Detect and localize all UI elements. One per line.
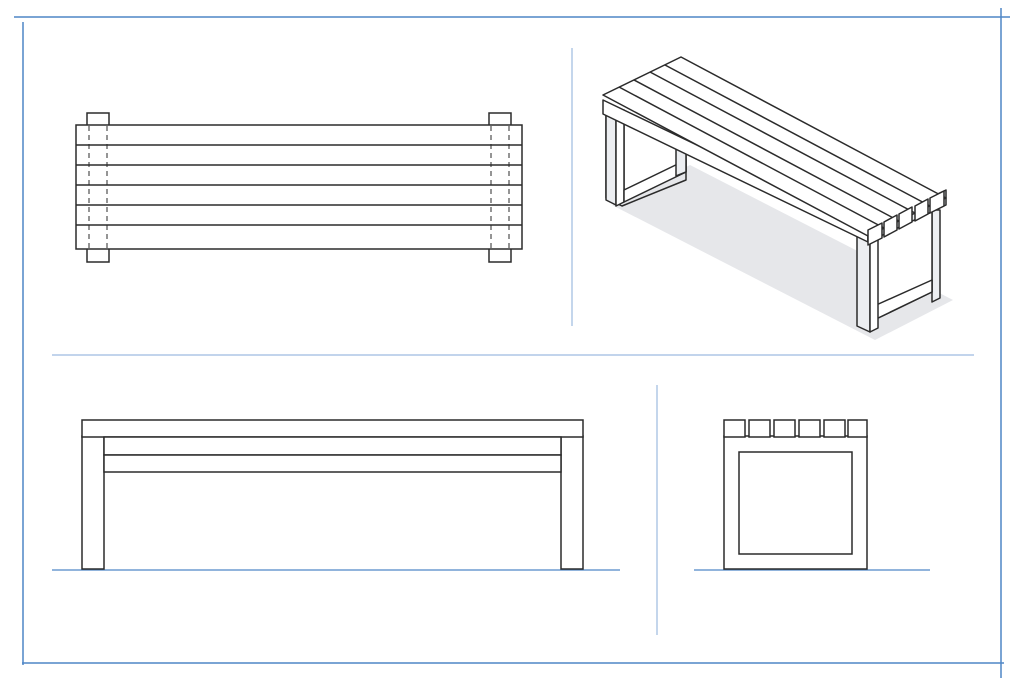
side-view-frame-inner	[738, 451, 853, 555]
iso-leg-back-right	[931, 209, 941, 303]
top-view-leg-bottom-right	[488, 247, 512, 263]
front-view	[52, 419, 620, 571]
iso-slat-end	[914, 198, 929, 222]
top-view-leg-top-left	[86, 112, 110, 127]
top-view-leg-top-right	[488, 112, 512, 127]
side-view	[694, 419, 930, 571]
front-view-leg-left	[81, 435, 105, 570]
side-view-slat-end	[773, 419, 796, 438]
front-view-seat	[81, 419, 584, 438]
iso-leg-front-right	[856, 231, 871, 333]
top-view-hidden-lines	[88, 126, 510, 248]
sheet-border	[14, 8, 1010, 678]
top-view-leg-bottom-left	[86, 247, 110, 263]
side-view-slat-end	[723, 419, 746, 438]
iso-slat-joint	[633, 79, 900, 222]
iso-slat-joint	[664, 64, 931, 207]
iso-leg-front-left-face	[615, 109, 625, 207]
iso-leg-front-left	[605, 107, 617, 206]
front-view-leg-right	[560, 435, 584, 570]
view-dividers	[52, 48, 974, 635]
front-view-rail-upper	[103, 436, 562, 456]
iso-slat-end	[929, 190, 945, 214]
top-view-seat-outline	[75, 124, 523, 250]
iso-slat-lines	[618, 64, 931, 229]
side-view-slat-end	[798, 419, 821, 438]
iso-leg-front-right-face	[869, 235, 879, 333]
iso-slat-end	[883, 214, 898, 238]
isometric-view	[602, 56, 953, 340]
iso-slat-joint	[649, 71, 916, 214]
front-view-rail-lower	[103, 454, 562, 473]
side-view-slat-end	[823, 419, 846, 438]
iso-seat-top	[602, 56, 947, 237]
side-view-slat-end	[748, 419, 771, 438]
iso-slat-end	[867, 222, 883, 246]
iso-slat-ends	[867, 190, 945, 246]
iso-slat-end	[898, 206, 913, 230]
iso-slat-joint	[618, 86, 885, 229]
top-view	[75, 112, 523, 263]
side-view-slat-end	[847, 419, 868, 438]
